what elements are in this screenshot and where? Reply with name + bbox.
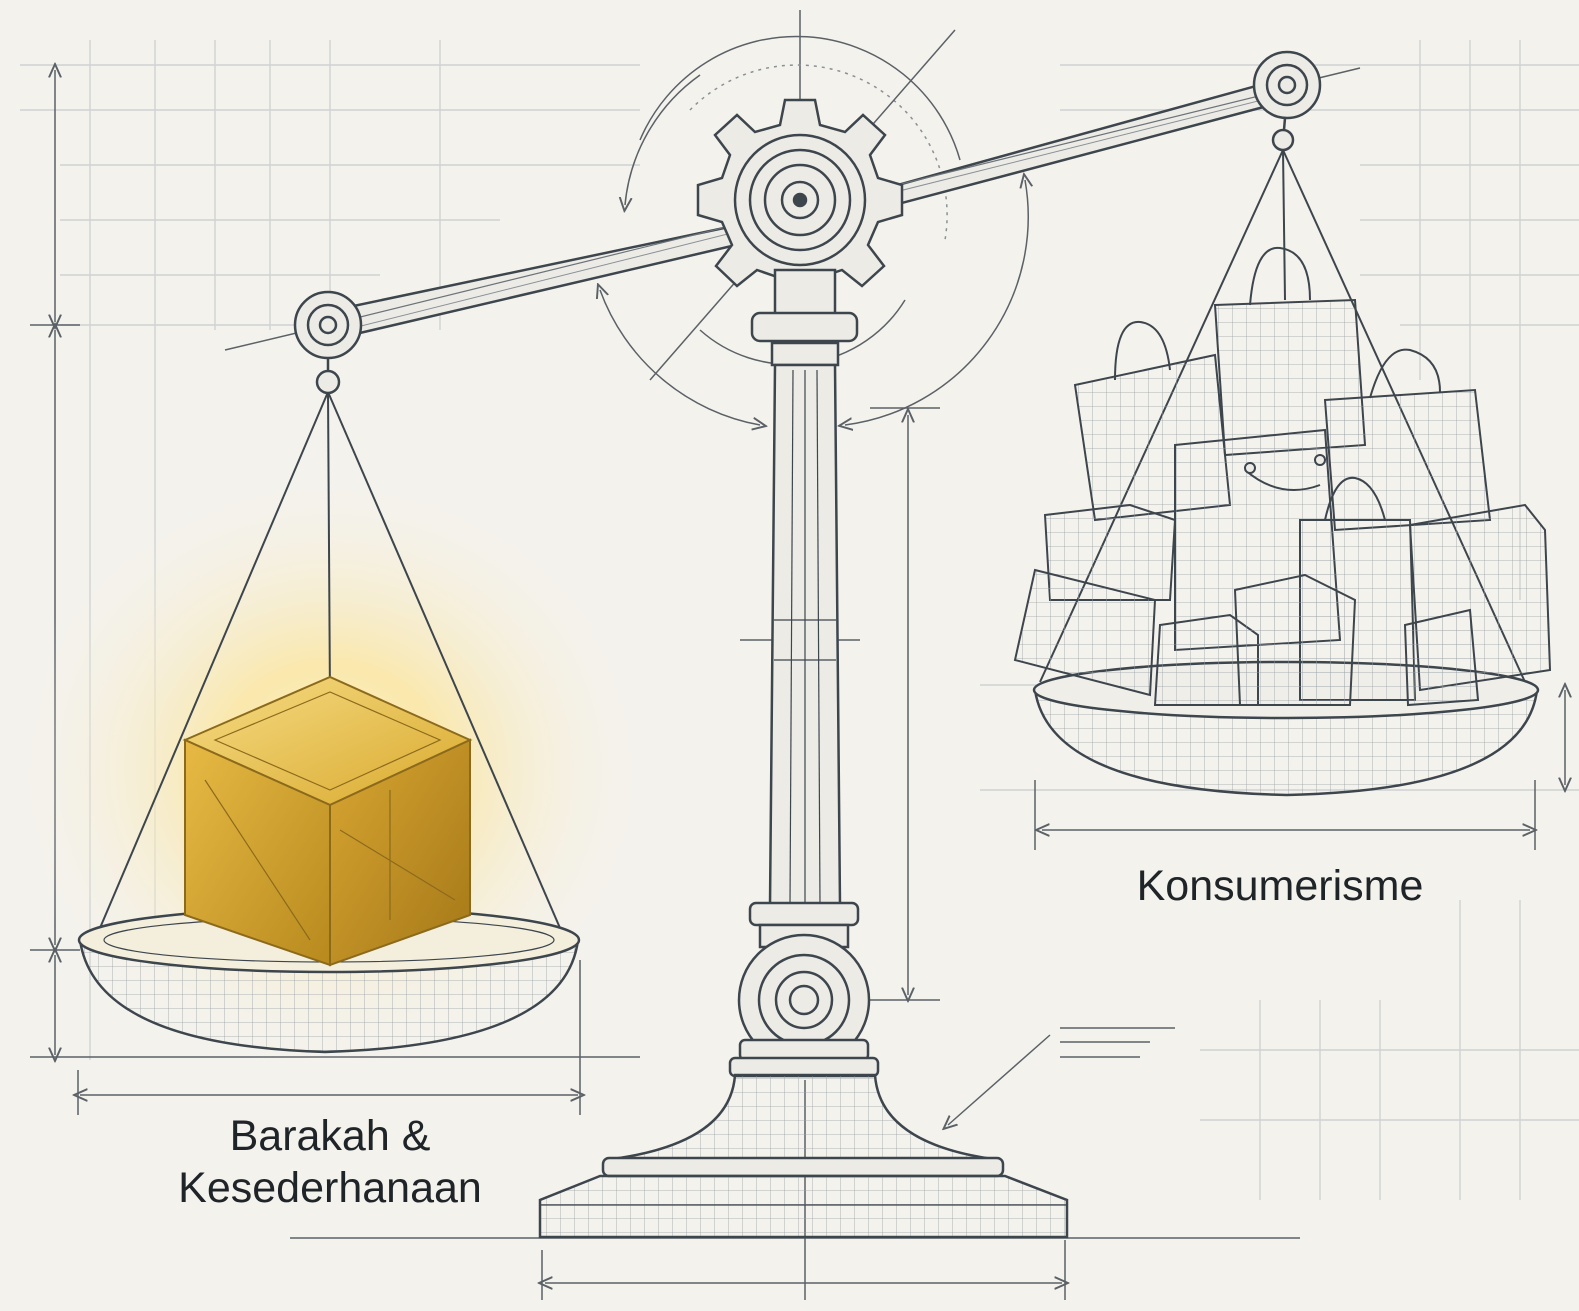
left-hinge <box>293 290 363 395</box>
consumer-goods <box>1013 246 1552 707</box>
background-grid <box>20 40 1579 1200</box>
right-hinge <box>1252 50 1322 152</box>
pivot-gear <box>696 98 904 302</box>
left-pan-strings <box>99 391 561 929</box>
label-left-line2: Kesederhanaan <box>178 1164 482 1212</box>
box <box>1233 573 1357 706</box>
box <box>1403 608 1480 707</box>
label-barakah-simplicity: Barakah & Kesederhanaan <box>130 1110 530 1214</box>
label-consumerism: Konsumerisme <box>1136 862 1424 910</box>
scale-pillar <box>538 268 1069 1239</box>
gold-cube <box>182 675 473 967</box>
box <box>1013 568 1157 697</box>
label-left-line1: Barakah & <box>229 1112 431 1160</box>
